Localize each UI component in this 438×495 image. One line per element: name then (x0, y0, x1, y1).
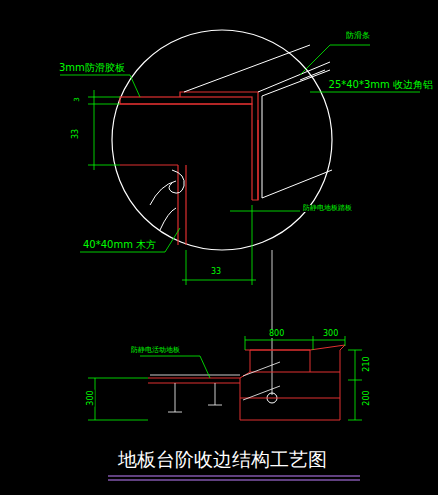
dimension-label: 防静电活动地板 (130, 347, 181, 354)
dimension-label: 300 (322, 330, 339, 338)
dimension-label: 3mm防滑胶板 (58, 63, 126, 73)
dimension-label: 3 (74, 96, 81, 102)
dimension-label: 防滑条 (345, 32, 371, 40)
dimension-label: 25*40*3mm 收边角铝 (328, 80, 434, 90)
dimension-label: 200 (363, 389, 371, 406)
dimension-label: 33 (72, 128, 80, 140)
dimension-label: 800 (268, 330, 285, 338)
dimension-label: 300 (87, 389, 95, 406)
dimension-label: 33 (210, 268, 222, 276)
dimension-label: 40*40mm 木方 (82, 240, 157, 250)
drawing-title: 地板台阶收边结构工艺图 (118, 450, 327, 469)
dimension-label: 防静电地板踏板 (302, 205, 353, 212)
dimension-label: 210 (363, 355, 371, 372)
